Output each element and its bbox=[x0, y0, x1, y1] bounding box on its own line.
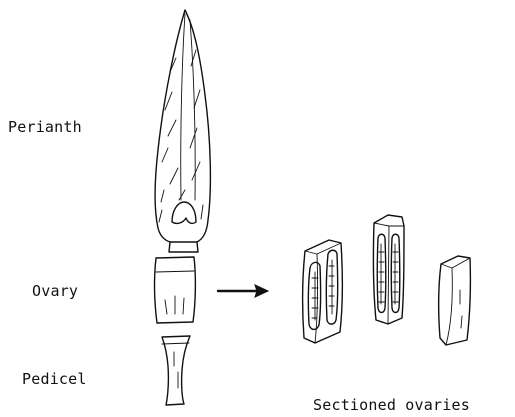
sectioned-ovary-3 bbox=[439, 256, 471, 345]
perianth-label: Perianth bbox=[8, 118, 82, 136]
arrow-icon bbox=[218, 285, 268, 297]
sectioned-ovary-2 bbox=[373, 215, 404, 324]
ovary-drawing bbox=[155, 257, 196, 323]
perianth-drawing bbox=[155, 10, 210, 252]
pedicel-drawing bbox=[162, 336, 190, 405]
sectioned-ovaries-label: Sectioned ovaries bbox=[313, 396, 470, 414]
ovary-label: Ovary bbox=[32, 282, 78, 300]
pedicel-label: Pedicel bbox=[22, 370, 87, 388]
sectioned-ovary-1 bbox=[303, 240, 343, 343]
